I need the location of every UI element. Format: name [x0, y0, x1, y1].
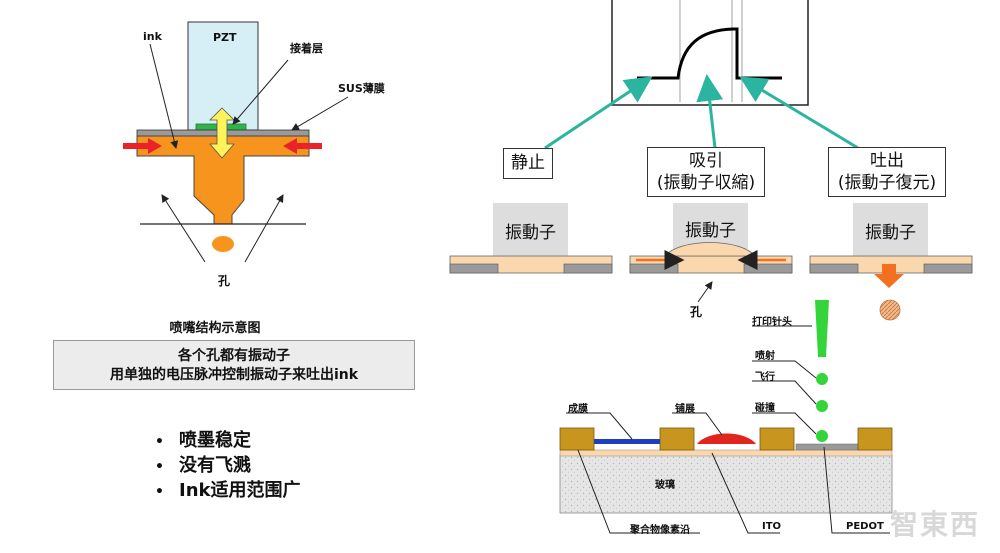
film-leader [566, 412, 633, 440]
list-item: •Ink适用范围广 [155, 480, 301, 501]
sus-leader [291, 96, 349, 131]
pedot-layer [795, 443, 859, 451]
vibrator-label-still: 振動子 [505, 223, 556, 243]
vibration-arrow [209, 107, 235, 159]
watermark: 智東西 [889, 508, 980, 541]
ejected-droplet [879, 299, 901, 321]
hole-leader [697, 281, 713, 303]
plate-left [809, 263, 859, 274]
ink-leader [149, 43, 179, 149]
fly-leader [752, 380, 817, 405]
bank-3 [759, 427, 795, 451]
bank-1 [559, 427, 595, 451]
bank-leader [577, 449, 700, 534]
ito-layer [559, 449, 893, 457]
bank-2 [659, 427, 695, 451]
fly-label: 飞行 [755, 372, 775, 383]
teal-arrow-eject [739, 76, 859, 150]
drop-eject [816, 373, 828, 385]
middle-hole-label: 孔 [690, 305, 703, 319]
stage-attract-label: 吸引 (振動子収縮) [647, 147, 765, 197]
adhesive-label: 接着层 [290, 42, 323, 55]
teal-arrow-attract [696, 74, 724, 149]
waveform-box [611, 0, 809, 106]
hole-label: 孔 [218, 274, 231, 288]
ink-label: ink [143, 30, 162, 43]
adhesive-leader [232, 59, 289, 125]
ito-leader [711, 452, 780, 534]
ito-label: ITO [762, 521, 782, 532]
vibrator-block [673, 203, 748, 249]
hole-leader-right [244, 194, 284, 263]
feature-list: •喷墨稳定 •没有飞溅 •Ink适用范围广 [155, 428, 300, 503]
vibrator-label-eject: 振動子 [865, 223, 916, 243]
pedot-label: PEDOT [846, 521, 884, 532]
sus-label: SUS薄膜 [338, 82, 385, 95]
note-box: 各个孔都有振动子 用单独的电压脉冲控制振动子来吐出ink [53, 340, 415, 390]
stage-eject [809, 203, 973, 321]
pzt-label: PZT [213, 31, 237, 44]
spread-drop [697, 433, 756, 444]
spread-leader [672, 412, 723, 436]
red-arrow-left [123, 138, 162, 154]
list-item: •没有飞溅 [155, 455, 251, 476]
plate-left [629, 263, 679, 274]
waveform [611, 0, 809, 106]
impact-leader [752, 412, 817, 435]
drop-fly [816, 400, 828, 412]
stage-still-label: 静止 [503, 148, 553, 179]
stage-eject-label: 吐出 (振動子復元) [828, 147, 946, 197]
teal-arrow-still [544, 76, 653, 150]
bank-label: 聚合物像素沿 [630, 525, 690, 536]
print-needle [815, 300, 829, 357]
printing-diagram [559, 300, 893, 534]
hole-leader-left [161, 194, 206, 263]
pedot-leader [823, 446, 890, 534]
impact-label: 碰撞 [755, 403, 775, 414]
list-item: •喷墨稳定 [155, 430, 251, 451]
film-label: 成膜 [568, 404, 588, 415]
eject-leader [752, 360, 817, 379]
stage-pointer-arrows [544, 74, 859, 150]
bank-4 [857, 427, 893, 451]
plate-right [563, 263, 613, 274]
stage-still [449, 203, 613, 274]
note-line-2: 用单独的电压脉冲控制振动子来吐出ink [109, 367, 359, 383]
nozzle-diagram [123, 21, 349, 263]
ink-droplet [212, 236, 234, 252]
needle-label: 打印针头 [752, 317, 792, 328]
formed-film [594, 439, 660, 444]
plate-right [743, 263, 793, 274]
stage-attract [629, 203, 793, 303]
nozzle-caption: 喷嘴结构示意图 [169, 321, 261, 336]
note-line-1: 各个孔都有振动子 [178, 348, 290, 364]
red-arrow-right [283, 138, 322, 154]
spread-label: 铺展 [675, 404, 695, 415]
plate-left [449, 263, 499, 274]
plate-right [923, 263, 973, 274]
pulse-curve [637, 27, 782, 80]
vibrator-block [853, 203, 928, 256]
vibrator-block [493, 203, 568, 256]
eject-label: 喷射 [755, 351, 775, 362]
drop-impact [816, 430, 828, 442]
eject-arrow [874, 264, 904, 288]
glass-label: 玻璃 [655, 480, 675, 491]
vibrator-label-attract: 振動子 [685, 221, 736, 241]
